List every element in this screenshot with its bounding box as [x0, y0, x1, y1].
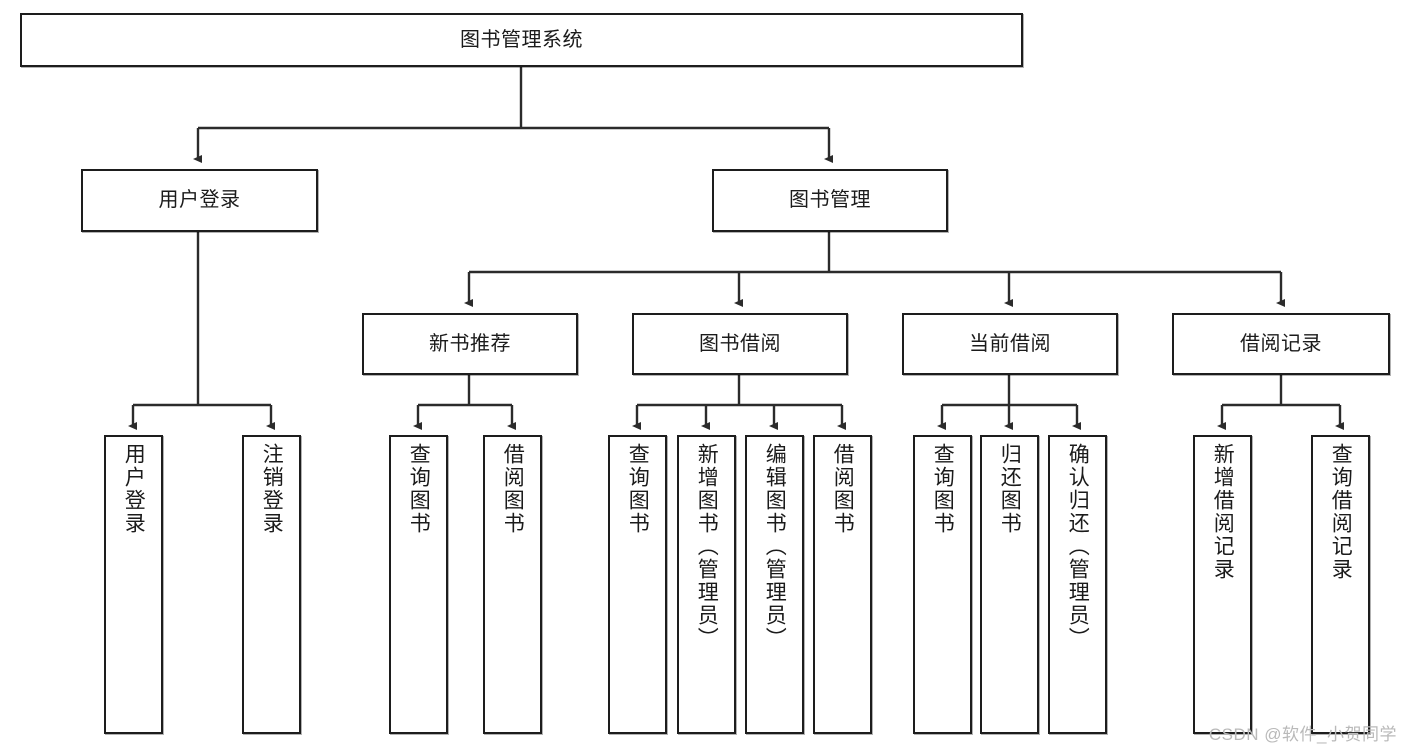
node-label: 当前借阅	[969, 332, 1051, 355]
leaf-borrow-edit-book-admin[interactable]: 编辑图书（管理员）	[745, 435, 804, 734]
node-book-management[interactable]: 图书管理	[712, 169, 948, 232]
node-label: 编辑图书（管理员）	[763, 443, 787, 650]
leaf-current-query-book[interactable]: 查询图书	[913, 435, 972, 734]
node-label: 归还图书	[998, 443, 1022, 535]
node-label: 注销登录	[260, 443, 284, 535]
watermark: CSDN @软件_小贺同学	[1208, 725, 1397, 744]
node-new-book-recommend[interactable]: 新书推荐	[362, 313, 578, 375]
node-label: 图书管理系统	[460, 28, 583, 51]
node-label: 新增借阅记录	[1211, 443, 1235, 581]
node-label: 新增图书（管理员）	[695, 443, 719, 650]
node-label: 借阅记录	[1240, 332, 1322, 355]
node-root-system[interactable]: 图书管理系统	[20, 13, 1023, 67]
node-label: 查询图书	[407, 443, 431, 535]
leaf-record-query-record[interactable]: 查询借阅记录	[1311, 435, 1370, 734]
node-label: 确认归还（管理员）	[1066, 443, 1090, 650]
leaf-borrow-borrow-book[interactable]: 借阅图书	[813, 435, 872, 734]
node-label: 图书借阅	[699, 332, 781, 355]
leaf-borrow-add-book-admin[interactable]: 新增图书（管理员）	[677, 435, 736, 734]
node-user-login[interactable]: 用户登录	[81, 169, 318, 232]
leaf-current-return-book[interactable]: 归还图书	[980, 435, 1039, 734]
leaf-recommend-query-book[interactable]: 查询图书	[389, 435, 448, 734]
node-borrow-record[interactable]: 借阅记录	[1172, 313, 1390, 375]
leaf-current-confirm-return-admin[interactable]: 确认归还（管理员）	[1048, 435, 1107, 734]
leaf-user-login-logout[interactable]: 注销登录	[242, 435, 301, 734]
node-label: 查询图书	[626, 443, 650, 535]
node-label: 新书推荐	[429, 332, 511, 355]
node-current-borrow[interactable]: 当前借阅	[902, 313, 1118, 375]
leaf-borrow-query-book[interactable]: 查询图书	[608, 435, 667, 734]
leaf-user-login-login[interactable]: 用户登录	[104, 435, 163, 734]
node-label: 借阅图书	[501, 443, 525, 535]
node-label: 图书管理	[789, 189, 871, 211]
node-label: 用户登录	[158, 189, 241, 211]
node-book-borrow[interactable]: 图书借阅	[632, 313, 848, 375]
leaf-record-add-record[interactable]: 新增借阅记录	[1193, 435, 1252, 734]
node-label: 查询借阅记录	[1329, 443, 1353, 581]
node-label: 用户登录	[122, 443, 146, 535]
leaf-recommend-borrow-book[interactable]: 借阅图书	[483, 435, 542, 734]
node-label: 查询图书	[931, 443, 955, 535]
node-label: 借阅图书	[831, 443, 855, 535]
